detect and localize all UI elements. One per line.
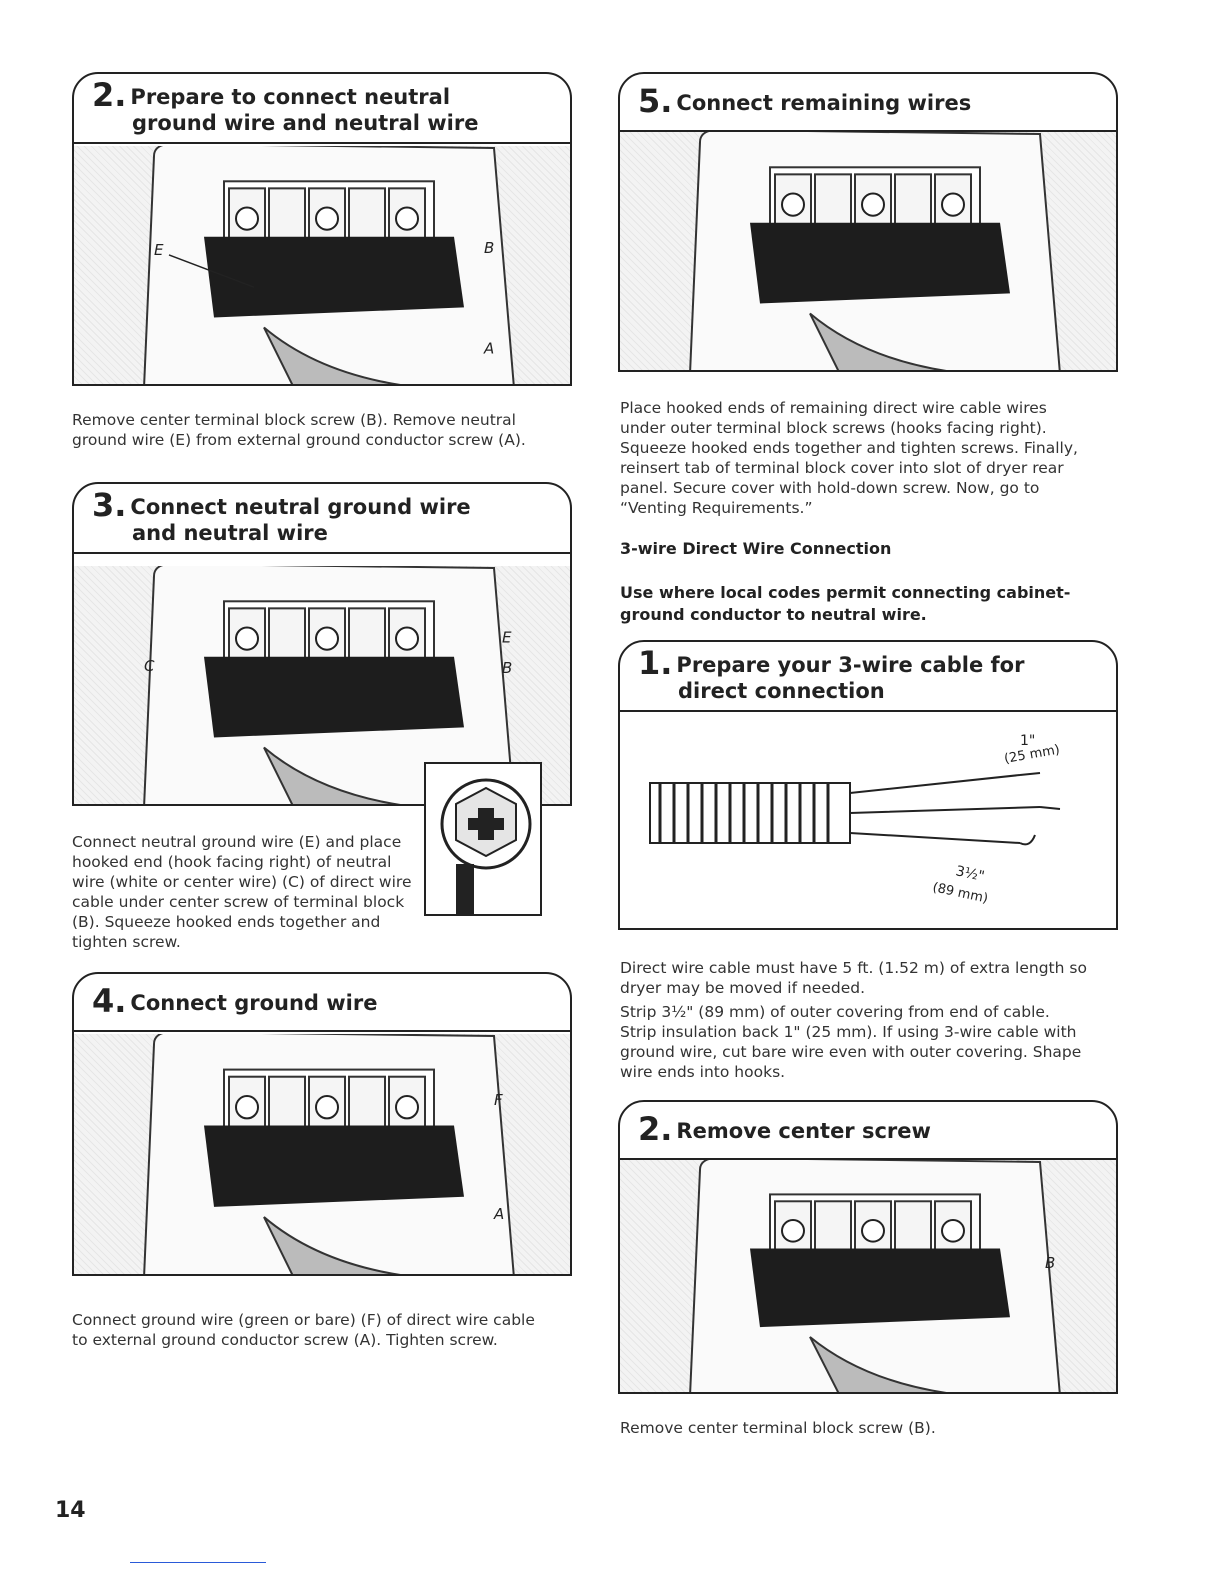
terminal-block-illustration: B	[620, 1160, 1116, 1392]
step-number: 1.	[638, 644, 673, 682]
step-3-panel: 3.Connect neutral ground wire and neutra…	[72, 482, 572, 806]
dim-1in: 1"	[1020, 733, 1035, 749]
step-2b-panel: 2.Remove center screw B	[618, 1100, 1118, 1394]
step-number: 3.	[92, 486, 127, 524]
step-5-panel: 5.Connect remaining wires	[618, 72, 1118, 372]
step-5-title: 5.Connect remaining wires	[620, 74, 1116, 132]
terminal-block-illustration: C E B	[74, 566, 570, 804]
page-number: 14	[55, 1498, 86, 1523]
label-a: A	[483, 340, 494, 358]
step-number: 2.	[638, 1110, 673, 1148]
label-b: B	[1045, 1254, 1055, 1272]
hooked-wire-detail	[424, 762, 542, 916]
step-4-text: Connect ground wire (green or bare) (F) …	[72, 1311, 535, 1349]
step-5-text: Place hooked ends of remaining direct wi…	[620, 399, 1078, 517]
step-1-title: 1.Prepare your 3-wire cable for direct c…	[620, 642, 1116, 712]
label-e: E	[502, 629, 512, 647]
dim-3-5in: 3½"	[954, 863, 986, 885]
step-4-panel: 4.Connect ground wire F A	[72, 972, 572, 1276]
step-1-text-1: Direct wire cable must have 5 ft. (1.52 …	[620, 959, 1087, 997]
three-wire-note: Use where local codes permit connecting …	[620, 583, 1071, 624]
footer-link-underline	[130, 1562, 266, 1563]
dim-25mm: (25 mm)	[1003, 742, 1061, 767]
label-f: F	[494, 1091, 503, 1109]
label-e: E	[154, 241, 164, 259]
label-b: B	[484, 239, 494, 257]
step-1-cable-panel: 1.Prepare your 3-wire cable for direct c…	[618, 640, 1118, 930]
step-number: 4.	[92, 982, 127, 1020]
step-3-text: Connect neutral ground wire (E) and plac…	[72, 833, 412, 951]
step-number: 5.	[638, 82, 673, 120]
step-1-text-2: Strip 3½" (89 mm) of outer covering from…	[620, 1003, 1082, 1081]
step-2b-title: 2.Remove center screw	[620, 1102, 1116, 1160]
label-a: A	[493, 1205, 504, 1223]
label-b: B	[502, 659, 512, 677]
terminal-block-illustration: F A	[74, 1034, 570, 1274]
three-wire-heading: 3-wire Direct Wire Connection	[620, 539, 892, 558]
terminal-block-illustration: E B A	[74, 146, 570, 384]
label-c: C	[144, 657, 155, 675]
step-2-text: Remove center terminal block screw (B). …	[72, 411, 526, 449]
step-3-title: 3.Connect neutral ground wire and neutra…	[74, 484, 570, 554]
step-number: 2.	[92, 76, 127, 114]
cable-illustration: 1" (25 mm) 3½" (89 mm)	[620, 722, 1116, 928]
terminal-block-illustration	[620, 132, 1116, 370]
step-2b-text: Remove center terminal block screw (B).	[620, 1419, 936, 1437]
step-2-panel: 2.Prepare to connect neutral ground wire…	[72, 72, 572, 386]
step-2-title: 2.Prepare to connect neutral ground wire…	[74, 74, 570, 144]
step-4-title: 4.Connect ground wire	[74, 974, 570, 1032]
